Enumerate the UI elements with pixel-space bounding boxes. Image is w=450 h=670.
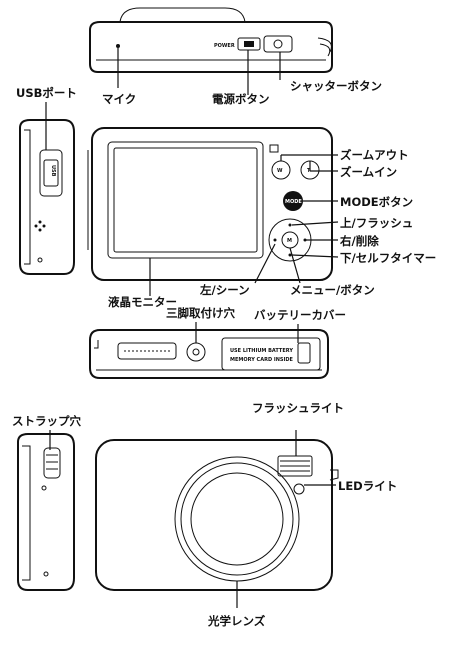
camera-back-view: W T MODE M <box>87 127 339 296</box>
usb-port-cover <box>39 149 63 197</box>
zoom-t-text: T <box>307 168 311 174</box>
power-button <box>237 37 261 51</box>
strap-hole <box>43 447 61 479</box>
mode-button <box>283 191 303 211</box>
lcd-monitor-label: 液晶モニター <box>108 295 177 309</box>
mode-button-label: MODEボタン <box>340 195 413 209</box>
usb-port-label: USBポート <box>16 86 77 100</box>
usb-text: USB <box>50 165 56 177</box>
tripod-hole-label: 三脚取付け穴 <box>166 306 235 320</box>
zoom-w-text: W <box>277 168 283 174</box>
down-self-timer-label: 下/セルフタイマー <box>340 251 436 265</box>
battery-text-line2: MEMORY CARD INSIDE <box>230 357 293 363</box>
flash-light-label: フラッシュライト <box>252 401 344 415</box>
battery-cover <box>221 337 321 371</box>
mic-label: マイク <box>102 92 136 106</box>
battery-text-line1: USE LITHIUM BATTERY <box>230 348 293 354</box>
optical-lens <box>190 472 284 566</box>
camera-side-view-strap <box>17 430 75 591</box>
camera-side-view-usb: USB <box>19 102 75 275</box>
right-delete-label: 右/削除 <box>339 234 379 248</box>
camera-front-view <box>95 430 339 608</box>
mic-hole <box>116 44 120 48</box>
lcd-screen <box>107 141 264 259</box>
flash-light <box>277 455 313 477</box>
mode-text: MODE <box>285 199 302 205</box>
power-button-label: 電源ボタン <box>212 92 270 106</box>
shutter-button-label: シャッターボタン <box>290 79 382 93</box>
left-scene-label: 左/シーン <box>199 283 250 297</box>
zoom-out-label: ズームアウト <box>340 148 409 162</box>
strap-hole-label: ストラップ穴 <box>12 414 81 428</box>
battery-cover-label: バッテリーカバー <box>254 308 346 322</box>
shutter-button <box>263 35 293 53</box>
up-flash-label: 上/フラッシュ <box>340 216 413 230</box>
camera-top-view: POWER <box>89 7 333 95</box>
menu-text: M <box>287 238 292 244</box>
led-light-label: LEDライト <box>338 479 397 493</box>
menu-button-label: メニュー/ボタン <box>290 283 375 297</box>
camera-bottom-view: USE LITHIUM BATTERY MEMORY CARD INSIDE <box>89 322 329 379</box>
power-text: POWER <box>214 43 235 49</box>
zoom-in-label: ズームイン <box>340 165 397 179</box>
led-light <box>293 483 305 495</box>
optical-lens-label: 光学レンズ <box>207 614 266 628</box>
